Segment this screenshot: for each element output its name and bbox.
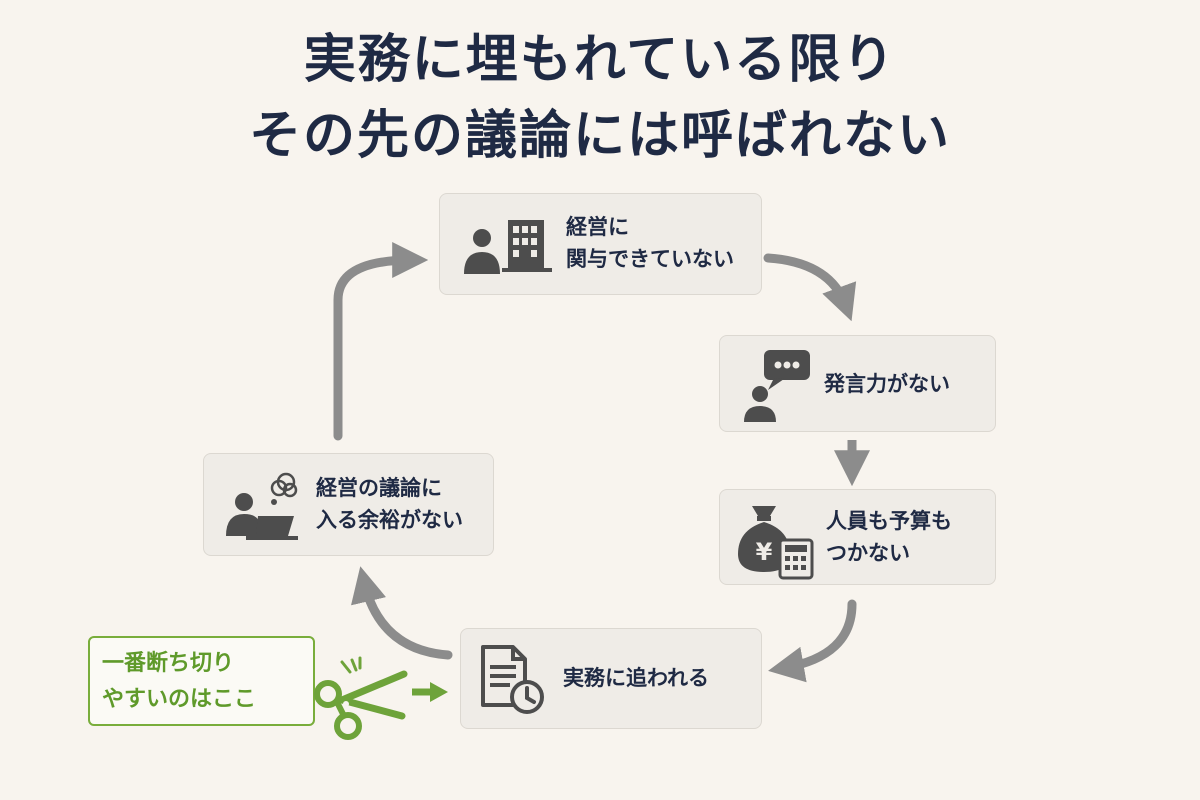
box-management: 経営に 関与できていない bbox=[439, 193, 762, 295]
callout-box: 一番断ち切り やすいのはここ bbox=[88, 636, 315, 726]
box-busy: 実務に追われる bbox=[460, 628, 762, 729]
person-building-icon bbox=[464, 220, 552, 274]
box-budget-line-1: 人員も予算も bbox=[826, 509, 952, 533]
document-clock-icon bbox=[481, 645, 544, 714]
svg-text:¥: ¥ bbox=[756, 538, 773, 566]
title-line-2: その先の議論には呼ばれない bbox=[248, 106, 951, 166]
arrow-management-to-voice bbox=[763, 253, 857, 322]
arrow-room-to-management bbox=[333, 242, 429, 441]
callout-line-2: やすいのはここ bbox=[102, 687, 257, 712]
box-management-line-2: 関与できていない bbox=[566, 247, 734, 271]
box-busy-line-1: 実務に追われる bbox=[563, 666, 709, 690]
title-line-1: 実務に埋もれている限り bbox=[303, 30, 897, 90]
money-bag-calculator-icon: ¥ bbox=[738, 506, 814, 580]
box-room-line-1: 経営の議論に bbox=[316, 476, 442, 500]
box-budget: ¥ 人員も予算も つかない bbox=[719, 489, 996, 585]
arrow-callout-to-busy-head bbox=[430, 682, 448, 702]
arrow-budget-to-busy bbox=[768, 599, 857, 683]
box-voice: 発言力がない bbox=[719, 335, 996, 432]
box-room-line-2: 入る余裕がない bbox=[316, 508, 463, 532]
box-budget-line-2: つかない bbox=[826, 541, 910, 565]
person-laptop-tangled-thought-icon bbox=[226, 472, 298, 540]
scissors-icon bbox=[314, 656, 408, 740]
callout-line-1: 一番断ち切り bbox=[102, 651, 235, 676]
person-speech-bubble-icon bbox=[744, 350, 810, 422]
box-room: 経営の議論に 入る余裕がない bbox=[203, 453, 494, 556]
box-management-line-1: 経営に bbox=[566, 215, 629, 239]
arrow-busy-to-room bbox=[351, 566, 453, 660]
box-voice-line-1: 発言力がない bbox=[824, 372, 950, 396]
